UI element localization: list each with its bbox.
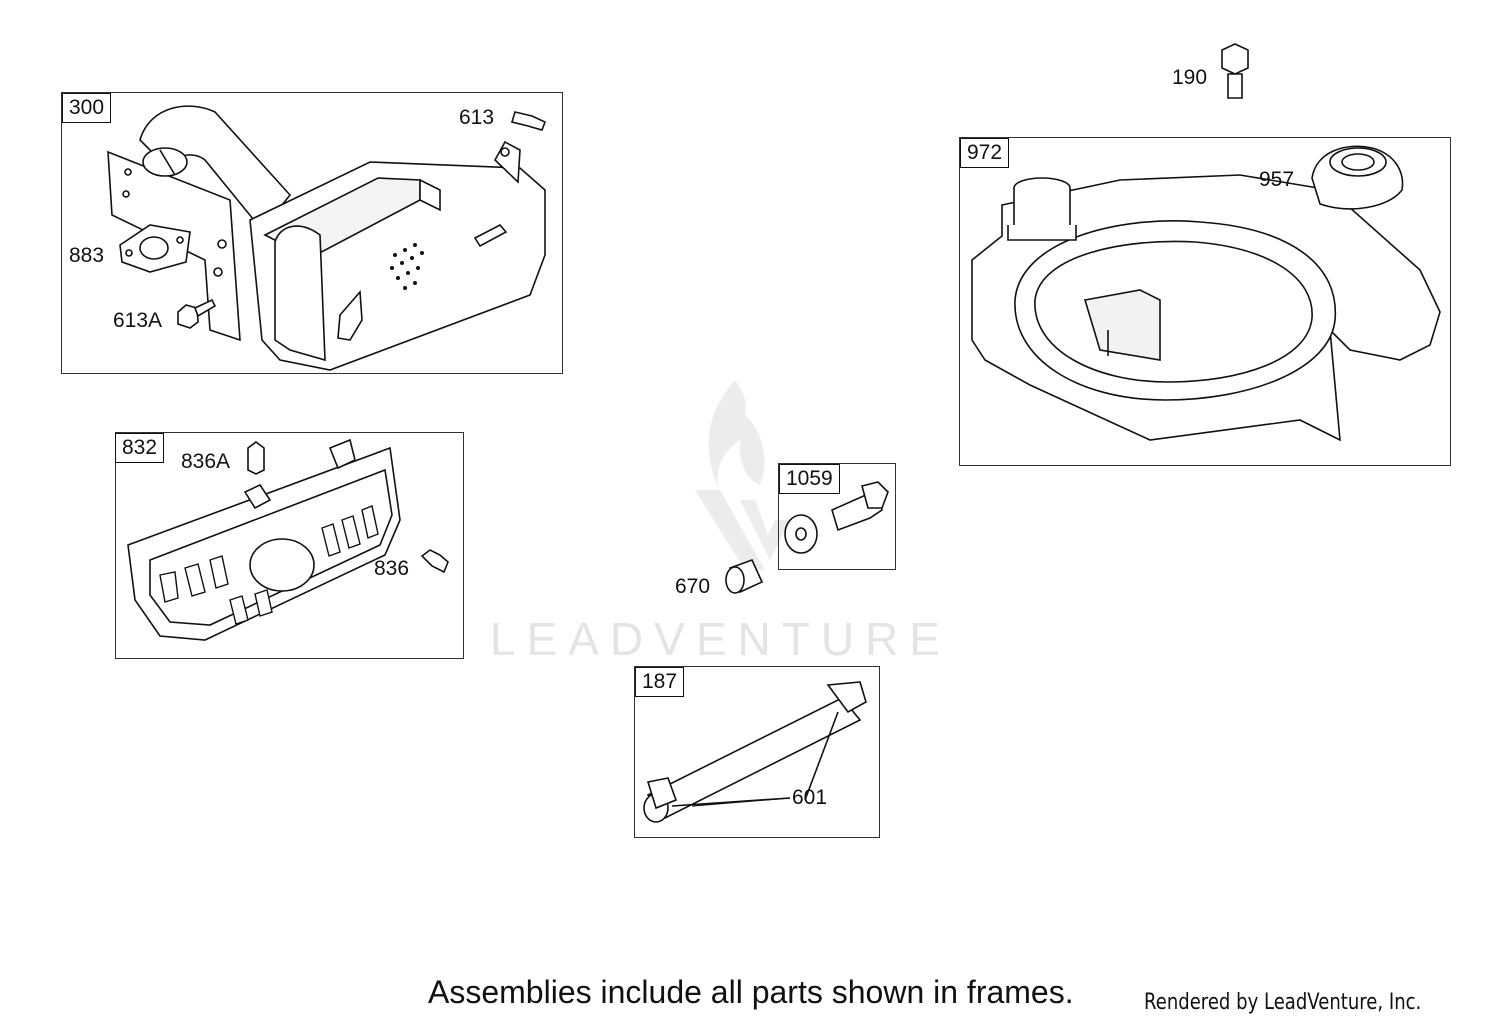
frame-tube-assembly (634, 666, 880, 838)
render-credit: Rendered by LeadVenture, Inc. (1144, 990, 1422, 1015)
frame-muffler-assembly (61, 92, 563, 374)
callout-957[interactable]: 957 (1259, 168, 1295, 191)
callout-836[interactable]: 836 (374, 557, 410, 580)
callout-883[interactable]: 883 (69, 244, 105, 267)
frame-guard-assembly (115, 432, 464, 659)
callout-613[interactable]: 613 (459, 106, 495, 129)
frame-spacer-assembly (778, 463, 896, 570)
spacer-drawing (784, 481, 889, 554)
callout-190[interactable]: 190 (1172, 66, 1208, 89)
muffler-drawing (107, 105, 547, 371)
bushing-drawing (725, 558, 764, 594)
frame-tank-assembly (959, 137, 1451, 466)
callout-836a[interactable]: 836A (181, 450, 231, 473)
callout-613a[interactable]: 613A (113, 309, 163, 332)
guard-drawing (127, 438, 449, 641)
flame-logo-icon (695, 380, 790, 570)
frame-label-300[interactable]: 300 (62, 93, 112, 124)
frame-label-832[interactable]: 832 (115, 433, 165, 464)
watermark-text: LEADVENTURE (490, 613, 951, 665)
frame-label-972[interactable]: 972 (960, 138, 1010, 169)
frame-label-187[interactable]: 187 (635, 667, 685, 698)
callout-670[interactable]: 670 (675, 575, 711, 598)
leader-lines (691, 797, 791, 807)
tube-drawing (643, 681, 867, 823)
tank-drawing (971, 43, 1441, 442)
frame-label-1059[interactable]: 1059 (779, 464, 840, 495)
callout-601[interactable]: 601 (792, 786, 828, 809)
assemblies-note: Assemblies include all parts shown in fr… (428, 974, 1074, 1010)
